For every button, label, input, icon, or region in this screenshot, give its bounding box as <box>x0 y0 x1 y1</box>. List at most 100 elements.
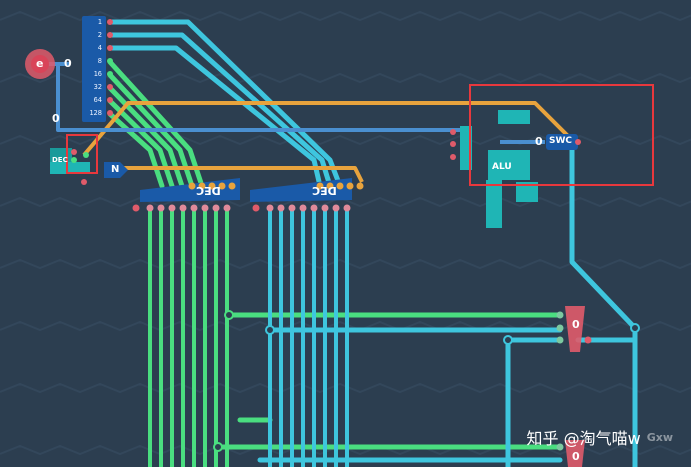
decoder-right-input-pin <box>336 182 344 190</box>
small-decoder-pin-4 <box>81 179 87 185</box>
watermark-logo: Gxw <box>646 430 673 444</box>
decoder-right-output-pin <box>310 204 318 212</box>
decoder-right-output-pin <box>343 204 351 212</box>
input-bus-pins <box>107 19 113 116</box>
junction-cyan-1 <box>265 325 275 335</box>
input-node-core <box>31 55 49 73</box>
wave-line <box>0 382 691 394</box>
decoder-right-enable-pin <box>252 204 260 212</box>
output-indicator[interactable] <box>565 306 585 352</box>
input-bus-pin <box>107 19 113 25</box>
input-bus-pin <box>107 97 113 103</box>
decoder-left-input-pin <box>188 182 196 190</box>
decoder-right-input-pin <box>316 182 324 190</box>
input-bit-label: 4 <box>97 44 102 52</box>
left-zero-label: 0 <box>52 112 60 125</box>
decoder-right-input-pin <box>326 182 334 190</box>
wave-line <box>0 196 691 208</box>
not-gate-label: N <box>111 164 120 175</box>
decoder-right-output-pin <box>321 204 329 212</box>
decoder-left-output-pin <box>179 204 187 212</box>
input-bus-pin <box>107 45 113 51</box>
input-bit-label: 128 <box>89 109 102 117</box>
input-bus-pin <box>107 32 113 38</box>
output-zero-label: 0 <box>572 318 580 331</box>
right-output-bus <box>268 208 349 467</box>
decoder-right-label: DEC <box>312 184 337 197</box>
decoder-left[interactable] <box>140 178 240 202</box>
decoder-right-input-pin <box>346 182 354 190</box>
junction-green-1 <box>224 310 234 320</box>
input-bit-label: 2 <box>97 31 102 39</box>
switch-component[interactable] <box>546 134 578 150</box>
decoder-right-output-pin <box>266 204 274 212</box>
input-bit-label: 8 <box>97 57 102 65</box>
decoder-left-output-pin <box>212 204 220 212</box>
input-node-label: e <box>36 57 44 70</box>
output-pin-1 <box>556 311 564 319</box>
highlight-box-alu <box>469 84 654 186</box>
input-bus-pin <box>107 71 113 77</box>
wave-line <box>0 444 691 456</box>
input-bus-pin <box>107 84 113 90</box>
output-pin-2 <box>556 324 564 332</box>
decoder-left-input-pin <box>208 182 216 190</box>
decoder-left-output-pin <box>157 204 165 212</box>
small-decoder-pin-1 <box>71 149 77 155</box>
decoder-left-output-pin <box>146 204 154 212</box>
decoder-right-output-pin <box>332 204 340 212</box>
small-decoder-pin-3 <box>83 152 89 158</box>
highlight-box-small <box>66 134 98 174</box>
switch-zero-label: 0 <box>535 135 543 148</box>
decoder-left-enable-pin <box>132 204 140 212</box>
alu-label: ALU <box>492 162 512 172</box>
decoder-left-output-pin <box>201 204 209 212</box>
input-bus-pin <box>107 58 113 64</box>
output-pin-4 <box>584 336 592 344</box>
wave-line <box>0 258 691 270</box>
input-bit-label: 32 <box>93 83 102 91</box>
decoder-right-output-pin <box>277 204 285 212</box>
output-pin-3 <box>556 336 564 344</box>
switch-pin <box>575 139 581 145</box>
input-bus <box>82 16 106 122</box>
input-bit-label: 1 <box>97 18 102 26</box>
left-output-bus <box>148 208 229 467</box>
decoder-left-output-pin <box>168 204 176 212</box>
cyan-wire-group <box>107 19 638 467</box>
input-bus-pin <box>107 110 113 116</box>
watermark-text: 知乎 @淘气喵w <box>526 429 641 448</box>
bottom-zero-label: 0 <box>572 450 580 463</box>
decoder-left-input-pin <box>198 182 206 190</box>
alu-bottom-block <box>486 180 502 228</box>
wave-line <box>0 134 691 146</box>
alu-pin-3 <box>450 154 456 160</box>
small-decoder-pin-2 <box>71 157 77 163</box>
output-pin-5 <box>556 443 564 451</box>
junction-right <box>630 323 640 333</box>
small-decoder-base <box>50 162 90 174</box>
input-bit-label: 16 <box>93 70 102 78</box>
decoder-left-output-pin <box>223 204 231 212</box>
decoder-left-output-pin <box>190 204 198 212</box>
small-decoder-label: DEC <box>52 156 68 164</box>
decoder-right-output-pin <box>299 204 307 212</box>
not-gate[interactable] <box>104 162 128 178</box>
decoder-left-label: DEC <box>196 184 221 197</box>
alu-top-block <box>498 110 530 124</box>
junction-lower <box>503 335 513 345</box>
decoder-pins <box>132 182 364 212</box>
decoder-left-input-pin <box>218 182 226 190</box>
decoder-left-input-pin <box>228 182 236 190</box>
alu-pin-2 <box>450 141 456 147</box>
input-zero-label: 0 <box>64 57 72 70</box>
alu-block[interactable] <box>488 150 530 180</box>
output-indicator-bottom[interactable] <box>565 440 585 467</box>
wave-line <box>0 72 691 84</box>
decoder-right-output-pin <box>288 204 296 212</box>
decoder-right-input-pin <box>356 182 364 190</box>
input-bit-label: 64 <box>93 96 102 104</box>
decoder-right[interactable] <box>250 178 352 202</box>
